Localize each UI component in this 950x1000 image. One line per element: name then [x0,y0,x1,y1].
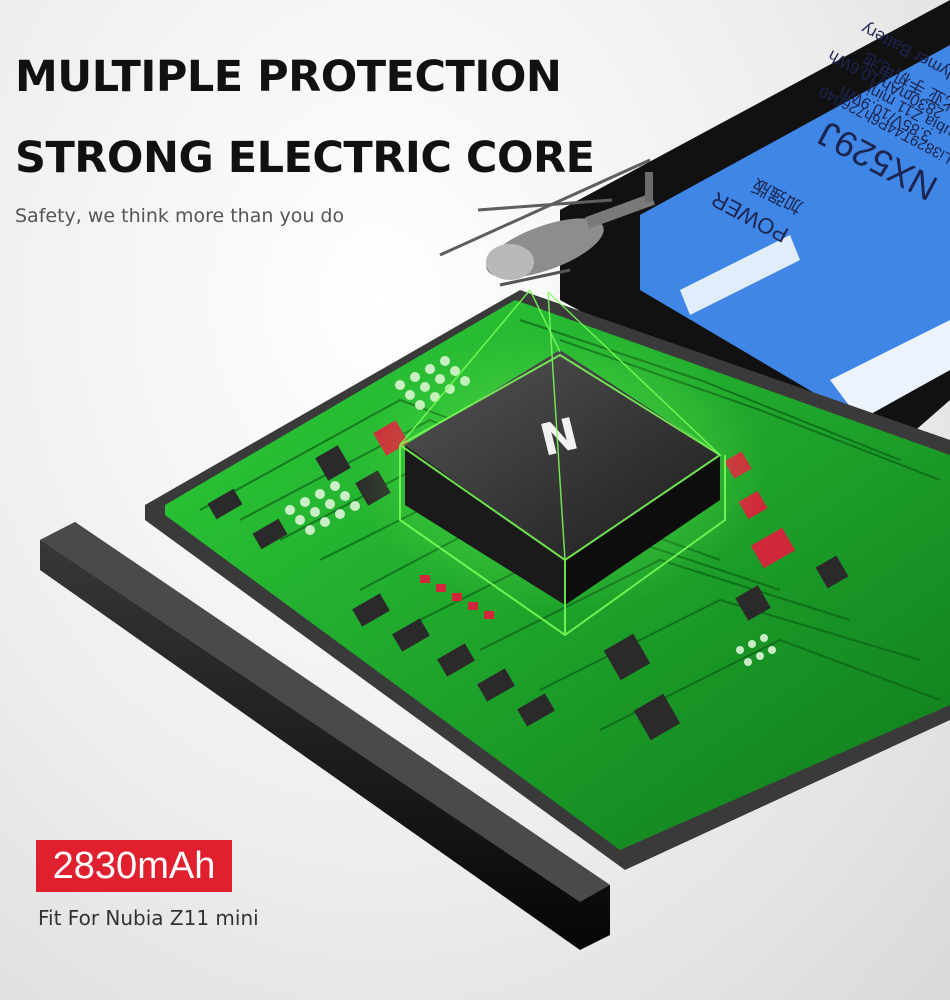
battery-label [640,45,950,420]
fit-for-text: Fit For Nubia Z11 mini [38,906,259,930]
capacity-badge: 2830mAh [36,840,232,892]
scan-beams [399,289,721,561]
connector-bar [40,522,610,950]
helicopter-icon [439,158,655,287]
headline-line2: STRONG ELECTRIC CORE [15,133,595,183]
headline-line1: MULTIPLE PROTECTION [15,52,562,102]
tagline: Safety, we think more than you do [15,205,345,227]
main-chip: N [399,350,726,637]
